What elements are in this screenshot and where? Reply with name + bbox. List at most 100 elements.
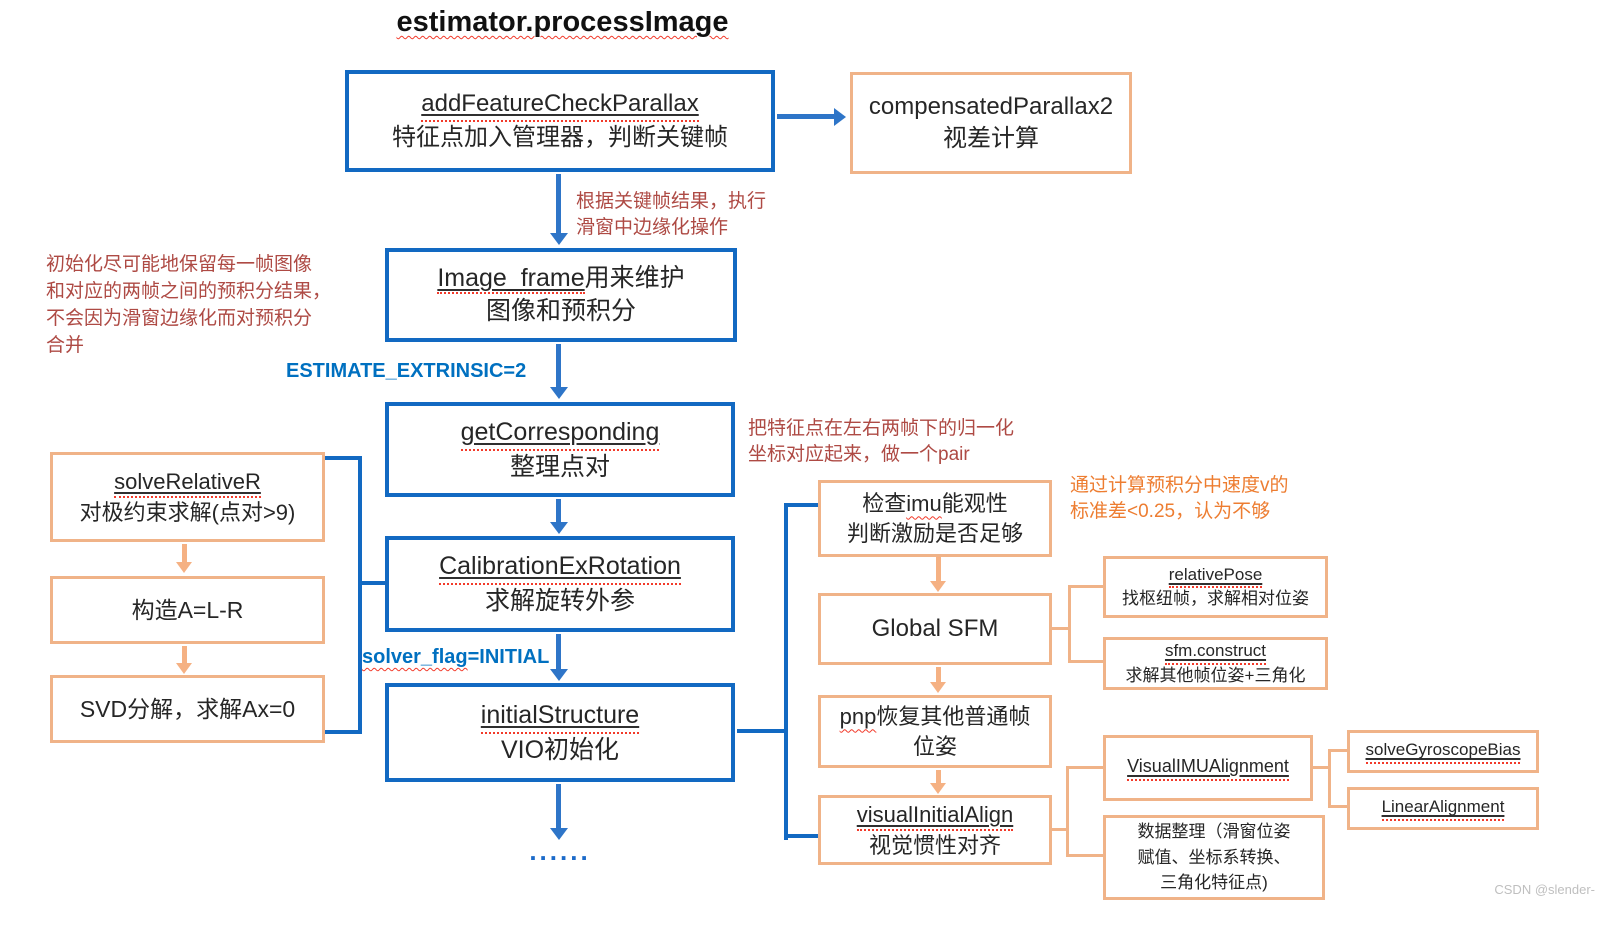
bracket-line (788, 834, 818, 838)
arrow-down-head (930, 581, 946, 592)
line1: Image_frame用来维护 (437, 262, 685, 295)
arrow-down-shaft (936, 770, 941, 783)
text-label: 构造A=L-R (131, 596, 244, 623)
fn-label: visualInitialAlign (856, 800, 1014, 831)
arrow-down-shaft (182, 646, 187, 663)
fn-label: addFeatureCheckParallax (421, 88, 699, 122)
zh-label: 特征点加入管理器，判断关键帧 (392, 124, 728, 151)
zh-label: 求解其他帧位姿+三角化 (1125, 665, 1306, 685)
bracket-line (1313, 766, 1330, 769)
arrow-right-shaft (777, 114, 834, 119)
fn-label: CalibrationExRotation (439, 550, 681, 585)
text-label: 数据整理（滑窗位姿 赋值、坐标系转换、 三角化特征点) (1137, 822, 1291, 893)
arrow-down-shaft (556, 634, 561, 669)
bracket-line (362, 581, 385, 585)
bracket-line (358, 456, 362, 734)
bracket-line (788, 503, 818, 507)
fn-label: sfm.construct (1164, 640, 1267, 665)
note-pair: 把特征点在左右两帧下的归一化 坐标对应起来，做一个pair (748, 418, 1015, 465)
fn-label: Image_frame (437, 264, 585, 294)
box-data-arrange: 数据整理（滑窗位姿 赋值、坐标系转换、 三角化特征点) (1103, 815, 1325, 900)
bracket-line (325, 730, 362, 734)
fn-label: initialStructure (480, 699, 640, 734)
fn-label: VisualIMUAlignment (1127, 755, 1289, 781)
zh-label: 视觉惯性对齐 (868, 833, 1001, 858)
arrow-down-head (550, 669, 568, 681)
watermark: CSDN @slender- (1494, 882, 1595, 897)
box-solvegyroscopebias: solveGyroscopeBias (1347, 730, 1539, 773)
zh-label: VIO初始化 (500, 735, 620, 764)
note-velocity-std: 通过计算预积分中速度v的 标准差<0.25，认为不够 (1070, 475, 1289, 522)
bracket-line (1069, 854, 1103, 857)
fn-label: pnp (839, 704, 877, 730)
bracket-line (1071, 585, 1103, 588)
bracket-line (1071, 660, 1103, 663)
rest-label: 用来维护 (584, 264, 685, 292)
note-marginalization: 根据关键帧结果，执行 滑窗中边缘化操作 (576, 191, 767, 238)
box-visualimualignment: VisualIMUAlignment (1103, 735, 1313, 801)
text-label: SVD分解，求解Ax=0 (79, 695, 296, 722)
page-title: estimator.processImage (396, 6, 729, 38)
bracket-line (1331, 805, 1347, 808)
pre-label: 检查 (862, 491, 907, 517)
box-global-sfm: Global SFM (818, 593, 1052, 665)
box-image-frame: Image_frame用来维护 图像和预积分 (385, 248, 737, 342)
zh-label: 对极约束求解(点对>9) (79, 500, 296, 525)
zh-label: 找枢纽帧，求解相对位姿 (1122, 589, 1309, 608)
arrow-down-shaft (936, 557, 941, 581)
zh-label: 整理点对 (509, 452, 610, 481)
arrow-down-head (930, 682, 946, 693)
box-solverelativer: solveRelativeR 对极约束求解(点对>9) (50, 452, 325, 542)
box-relativepose: relativePose 找枢纽帧，求解相对位姿 (1103, 556, 1328, 618)
arrow-down-head (930, 783, 946, 794)
label-estimate-extrinsic: ESTIMATE_EXTRINSIC=2 (286, 360, 527, 382)
arrow-right-head (834, 108, 846, 126)
rest-label: 恢复其他普通帧 (876, 704, 1031, 730)
arrow-down-shaft (936, 667, 941, 682)
arrow-down-shaft (182, 544, 187, 562)
label-solver-flag: solver_flag=INITIAL (362, 646, 549, 669)
box-sfm-construct: sfm.construct 求解其他帧位姿+三角化 (1103, 637, 1328, 690)
arrow-down-head (550, 828, 568, 840)
rest-label: =INITIAL (467, 646, 550, 668)
arrow-down-shaft (556, 499, 561, 522)
text-label: Global SFM (871, 615, 999, 643)
bracket-line (1328, 749, 1331, 808)
box-imu-observability: 检查imu能观性 判断激励是否足够 (818, 480, 1052, 557)
arrow-down-shaft (556, 174, 561, 233)
box-visualinitialalign: visualInitialAlign 视觉惯性对齐 (818, 795, 1052, 865)
arrow-down-head (550, 387, 568, 399)
note-init-preintegration: 初始化尽可能地保留每一帧图像 和对应的两帧之间的预积分结果， 不会因为滑窗边缘化… (46, 254, 332, 356)
rest-label: 能观性 (941, 491, 1008, 517)
zh-label: 视差计算 (943, 125, 1039, 152)
fn-label: imu (906, 491, 942, 517)
fn-label: solveRelativeR (114, 467, 261, 498)
arrow-down-head (550, 522, 568, 534)
zh-label: 位姿 (912, 733, 957, 759)
bracket-line (737, 729, 788, 733)
zh-label: 求解旋转外参 (484, 587, 635, 615)
line1: 检查imu能观性 (862, 489, 1007, 518)
bracket-line (1066, 766, 1069, 857)
box-calibrationexrotation: CalibrationExRotation 求解旋转外参 (385, 536, 735, 632)
box-getcorresponding: getCorresponding 整理点对 (385, 402, 735, 497)
arrow-down-shaft (556, 784, 561, 828)
box-addfeaturecheckparallax: addFeatureCheckParallax 特征点加入管理器，判断关键帧 (345, 70, 775, 172)
fn-label: solveGyroscopeBias (1365, 739, 1521, 764)
zh-label: 图像和预积分 (485, 297, 636, 325)
arrow-down-shaft (556, 344, 561, 387)
fn-label: LinearAlignment (1381, 796, 1505, 821)
bracket-line (325, 456, 362, 460)
ellipsis-continuation: ...... (529, 836, 591, 866)
box-pnp-recover: pnp恢复其他普通帧 位姿 (818, 695, 1052, 768)
fn-label: compensatedParallax2 (868, 93, 1114, 121)
bracket-line (1052, 627, 1070, 630)
bracket-line (1331, 749, 1347, 752)
arrow-down-head (176, 663, 192, 674)
box-compensatedparallax2: compensatedParallax2 视差计算 (850, 72, 1132, 174)
line1: pnp恢复其他普通帧 (840, 702, 1031, 731)
arrow-down-head (176, 562, 192, 573)
box-svd-solve: SVD分解，求解Ax=0 (50, 675, 325, 743)
arrow-down-head (550, 233, 568, 245)
